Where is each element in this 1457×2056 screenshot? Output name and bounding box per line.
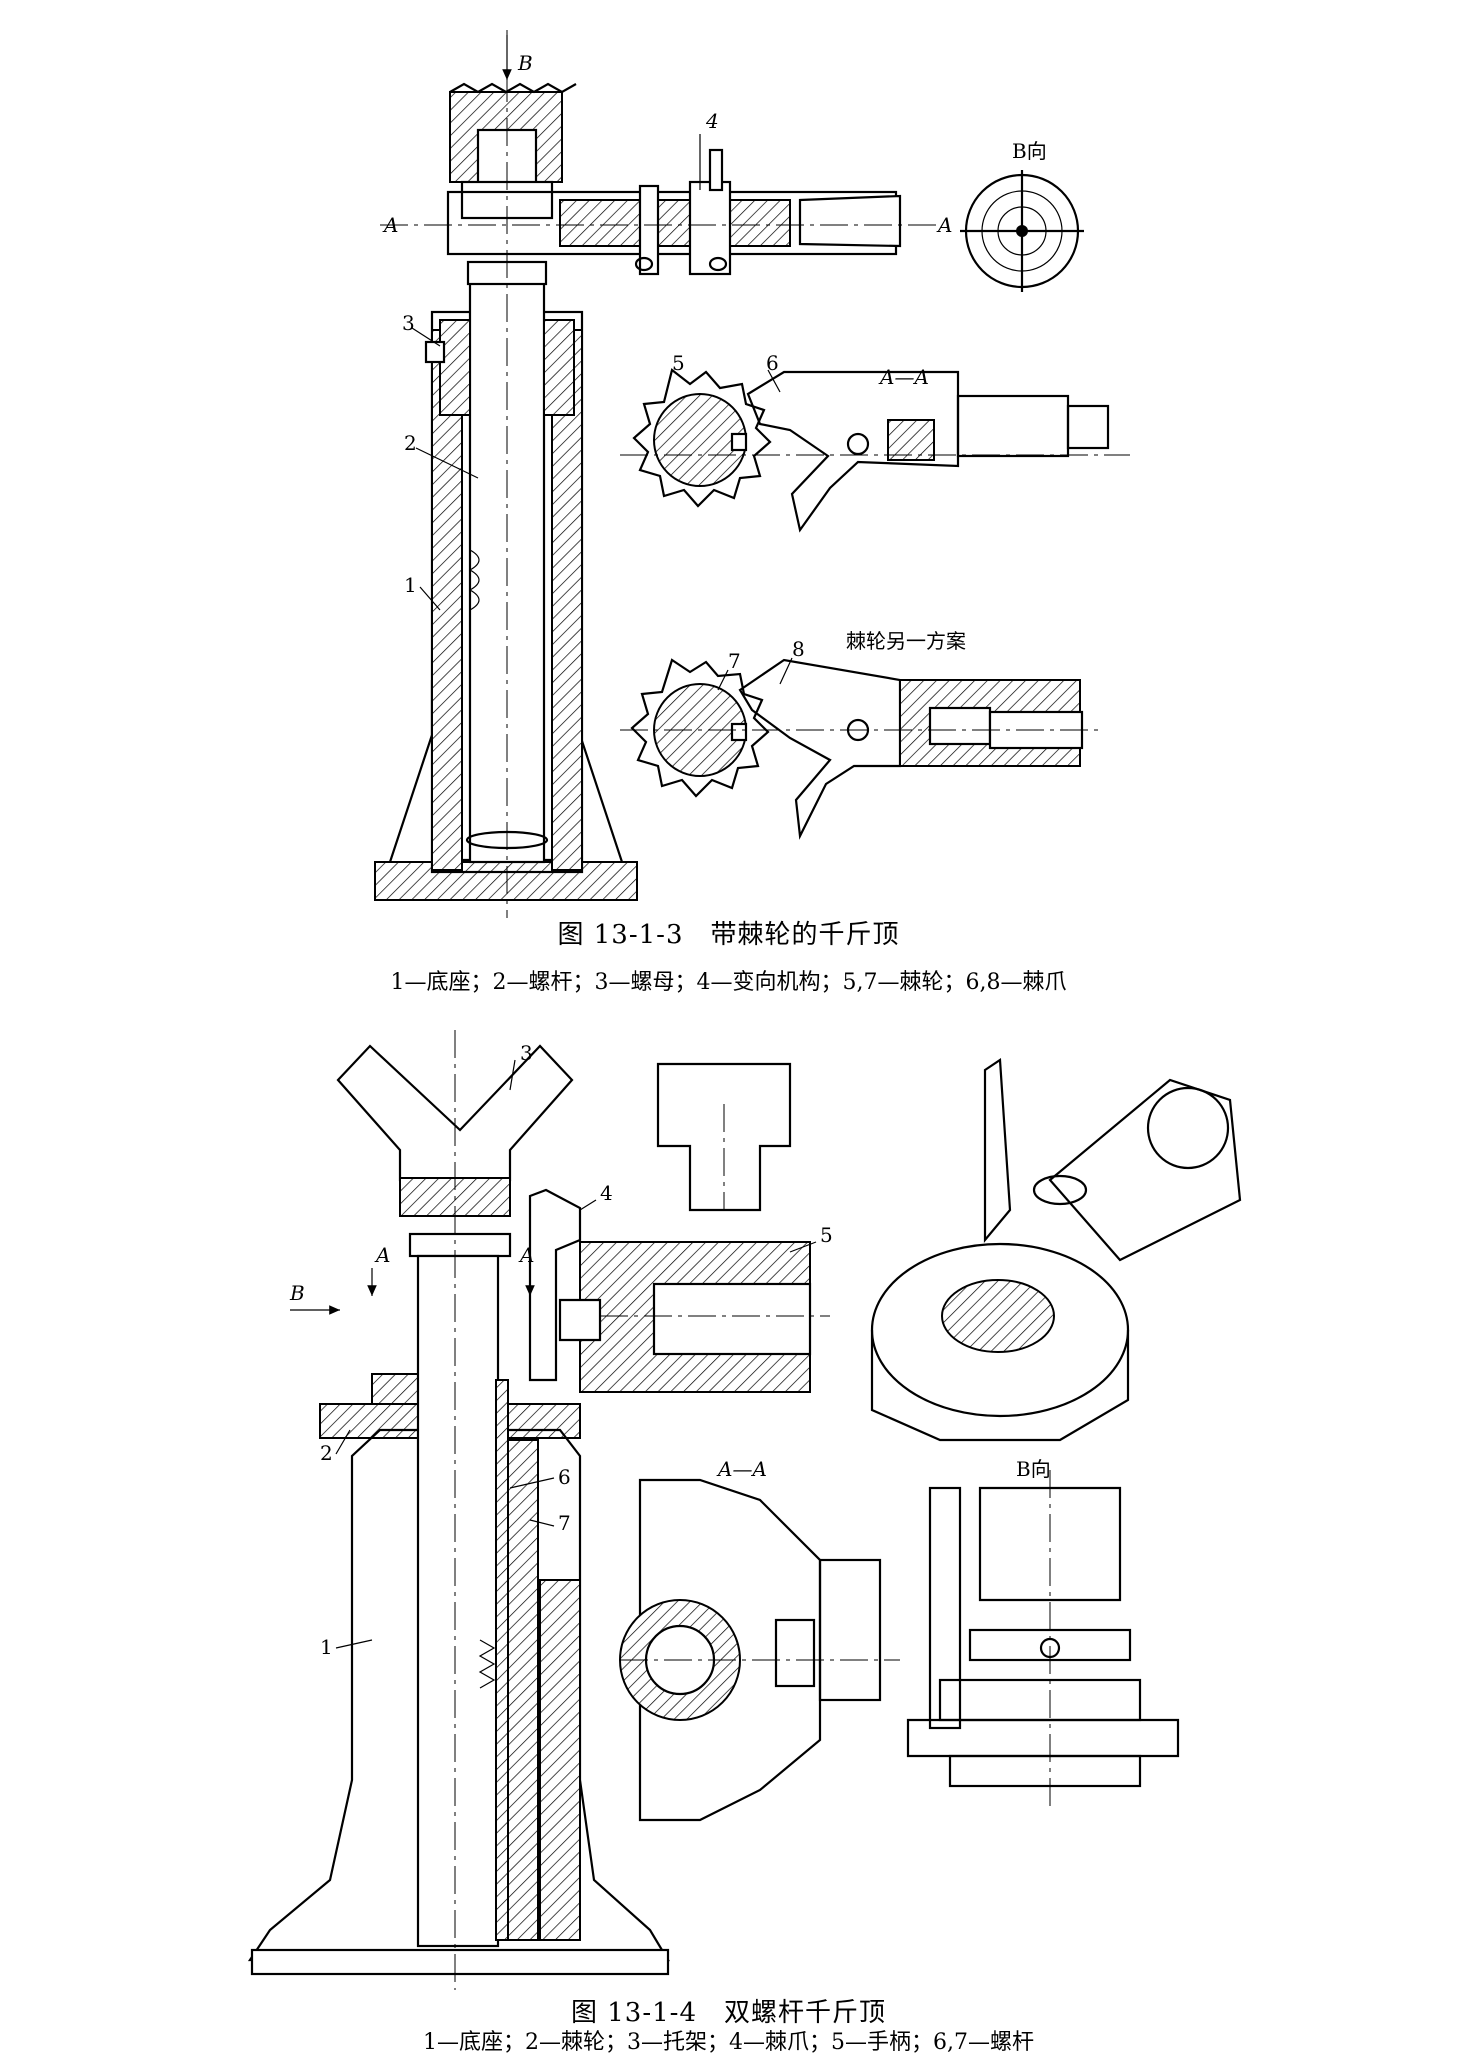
- fig2-label-7: 7: [558, 1511, 571, 1535]
- fig2-label-4: 4: [600, 1181, 613, 1205]
- label-2: 2: [404, 431, 417, 455]
- b-view-drawing: [960, 170, 1084, 292]
- center-lines-fig1: [380, 30, 1130, 918]
- base-1: [247, 1428, 670, 1976]
- label-alt-ratchet: 棘轮另一方案: [846, 629, 966, 653]
- label-A-left: A: [382, 213, 398, 237]
- cradle-3-shape: [336, 1044, 574, 1182]
- jack-base-body: [374, 310, 638, 901]
- label-7: 7: [728, 649, 741, 673]
- ratchet-wheel-7: [630, 658, 770, 798]
- fig2-label-B: B: [289, 1281, 305, 1305]
- pawl-8: [738, 658, 1084, 840]
- fig2-label-5: 5: [820, 1223, 833, 1247]
- figure-13-1-4-drawing: [247, 1030, 1242, 1990]
- ratchet-handle: [446, 148, 902, 276]
- fig2-label-6: 6: [558, 1465, 571, 1489]
- label-8: 8: [792, 637, 805, 661]
- label-A-right: A: [936, 213, 952, 237]
- figure-13-1-3-caption: 图 13-1-3 带棘轮的千斤顶: [557, 920, 900, 950]
- ratchet-wheel-5: [632, 368, 772, 508]
- section-aa-fig2: [619, 1478, 900, 1822]
- fig2-label-B-view: B向: [1016, 1457, 1051, 1481]
- label-3: 3: [402, 311, 415, 335]
- label-B: B: [517, 51, 533, 75]
- pawl-6: [746, 370, 1110, 533]
- fig2-label-3: 3: [520, 1041, 533, 1065]
- b-view-fig2: [906, 1470, 1180, 1810]
- figure-13-1-3-drawing: [374, 30, 1130, 918]
- fig2-label-1: 1: [320, 1635, 333, 1659]
- label-B-view: B向: [1012, 139, 1047, 163]
- fig2-label-section-AA: A—A: [716, 1457, 767, 1481]
- label-6: 6: [766, 351, 779, 375]
- fig2-label-2: 2: [320, 1441, 333, 1465]
- nut: [424, 319, 575, 416]
- label-4: 4: [705, 109, 719, 133]
- figure-13-1-4-caption: 图 13-1-4 双螺杆千斤顶: [570, 1998, 886, 2028]
- fig2-label-A2: A: [518, 1243, 534, 1267]
- label-section-AA: A—A: [878, 365, 929, 389]
- isometric-view: [870, 1058, 1242, 1442]
- fig2-label-A1: A: [374, 1243, 390, 1267]
- label-1: 1: [404, 573, 417, 597]
- figure-13-1-4-legend: 1—底座；2—棘轮；3—托架；4—棘爪；5—手柄；6,7—螺杆: [423, 2030, 1034, 2055]
- figure-13-1-3-legend: 1—底座；2—螺杆；3—螺母；4—变向机构；5,7—棘轮；6,8—棘爪: [390, 970, 1067, 995]
- label-5: 5: [672, 351, 685, 375]
